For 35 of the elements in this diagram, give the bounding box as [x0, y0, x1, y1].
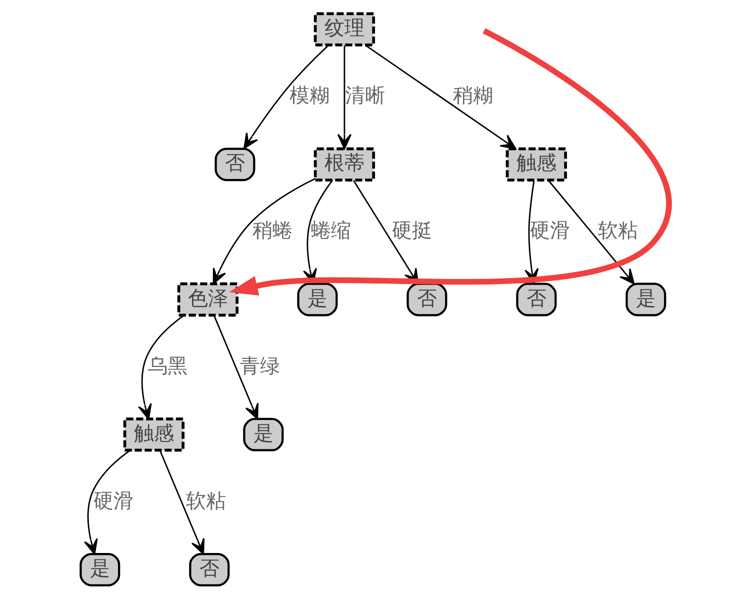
- arrow: [83, 450, 130, 555]
- edge-label: 硬滑: [529, 219, 570, 242]
- arrow: [158, 450, 204, 555]
- node-box: 色泽: [176, 282, 238, 317]
- edge-label: 蜷缩: [310, 219, 350, 242]
- edge-label: 清晰: [344, 84, 385, 108]
- node-box: 是: [625, 282, 666, 316]
- edge-label: 青绿: [239, 354, 280, 378]
- node-box: 是: [79, 552, 120, 586]
- arrow: [212, 315, 258, 420]
- node-box: 触感: [122, 418, 184, 452]
- node-box: 否: [406, 282, 447, 316]
- edge-label: 硬挺: [391, 219, 432, 242]
- edge-label: 软粘: [185, 489, 226, 512]
- arrow: [212, 178, 315, 284]
- node-box: 触感: [505, 147, 566, 182]
- node-box: 是: [296, 282, 338, 316]
- edge-label: 软粘: [598, 219, 638, 242]
- node-box: 否: [214, 148, 255, 182]
- node-box: 否: [188, 552, 230, 586]
- arrow: [364, 44, 516, 150]
- node-box: 纹理: [313, 12, 375, 46]
- node-box: 否: [516, 282, 556, 316]
- edge-label: 乌黑: [146, 354, 187, 378]
- node-box: 是: [242, 418, 284, 452]
- arrow: [243, 44, 329, 149]
- edge-label: 硬滑: [92, 489, 133, 512]
- node-box: 根蒂: [313, 147, 375, 182]
- arrow: [547, 180, 634, 284]
- edge-label: 稍糊: [452, 84, 493, 108]
- edge-label: 模糊: [289, 84, 330, 108]
- arrow: [336, 45, 352, 150]
- arrow: [137, 314, 184, 420]
- arrow: [228, 28, 671, 296]
- edge-label: 稍蜷: [252, 219, 292, 242]
